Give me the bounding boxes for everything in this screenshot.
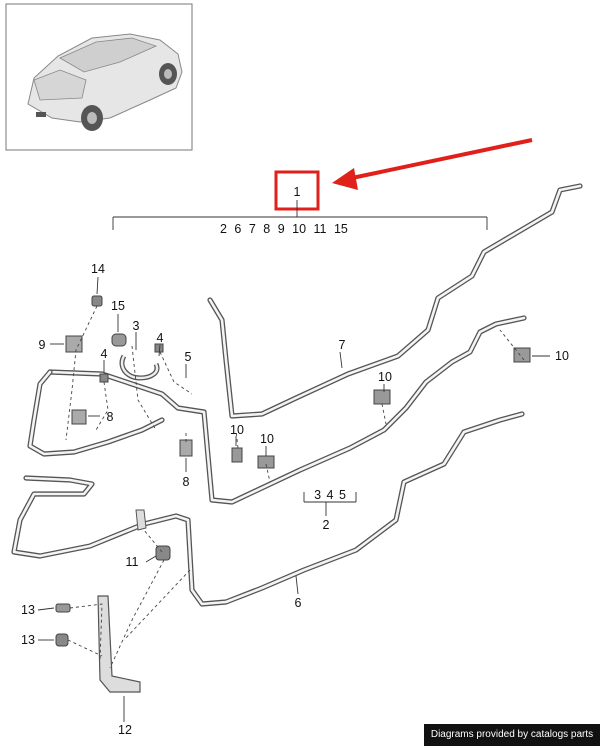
- label-10-lower: 10: [260, 432, 274, 446]
- bolt-13-upper: [55, 603, 71, 613]
- assembly-bracket: [112, 200, 488, 230]
- label-4-lower: 4: [101, 347, 108, 361]
- car-icon: [27, 33, 183, 131]
- label-4-upper: 4: [157, 331, 164, 345]
- label-10-right: 10: [555, 349, 569, 363]
- label-6: 6: [295, 596, 302, 610]
- label-13-upper: 13: [21, 603, 35, 617]
- label-9: 9: [39, 338, 46, 352]
- clip-11: [155, 545, 171, 561]
- label-1: 1: [294, 185, 301, 199]
- line-upper: [27, 315, 527, 505]
- highlight-arrow: [332, 138, 533, 190]
- clip-10-mid: [373, 389, 391, 405]
- vehicle-thumbnail: [5, 3, 193, 151]
- label-8-lower: 8: [183, 475, 190, 489]
- bolt-13-lower: [55, 633, 69, 647]
- credit-banner: Diagrams provided by catalogs parts: [424, 724, 600, 746]
- clip-10-right: [513, 347, 531, 363]
- label-13-lower: 13: [21, 633, 35, 647]
- clip-9: [65, 335, 83, 353]
- label-10-small: 10: [230, 423, 244, 437]
- label-2: 2: [323, 518, 330, 532]
- clip-10-small: [231, 447, 243, 463]
- label-8-left: 8: [107, 410, 114, 424]
- label-11: 11: [126, 555, 139, 569]
- clip-8-left: [71, 409, 87, 425]
- line-7: [207, 183, 583, 419]
- label-15: 15: [111, 299, 125, 313]
- label-10-mid: 10: [378, 370, 392, 384]
- label-sub-parts: 3 4 5: [314, 488, 346, 502]
- label-3: 3: [133, 319, 140, 333]
- clip-14: [91, 295, 103, 307]
- bracket-12: [97, 509, 147, 693]
- clip-8-lower: [179, 439, 193, 457]
- label-12: 12: [118, 723, 132, 737]
- clip-15: [111, 333, 127, 347]
- assembly-parts-list: 2 6 7 8 9 10 11 15: [220, 222, 348, 236]
- clip-4-lower: [99, 373, 109, 383]
- label-7: 7: [339, 338, 346, 352]
- sub-assembly-bracket: [303, 492, 357, 516]
- label-14: 14: [91, 262, 105, 276]
- hose-3: [119, 354, 160, 381]
- clip-10-lower: [257, 455, 275, 469]
- line-6: [11, 411, 525, 607]
- clip-4-upper: [154, 343, 164, 353]
- label-5: 5: [185, 350, 192, 364]
